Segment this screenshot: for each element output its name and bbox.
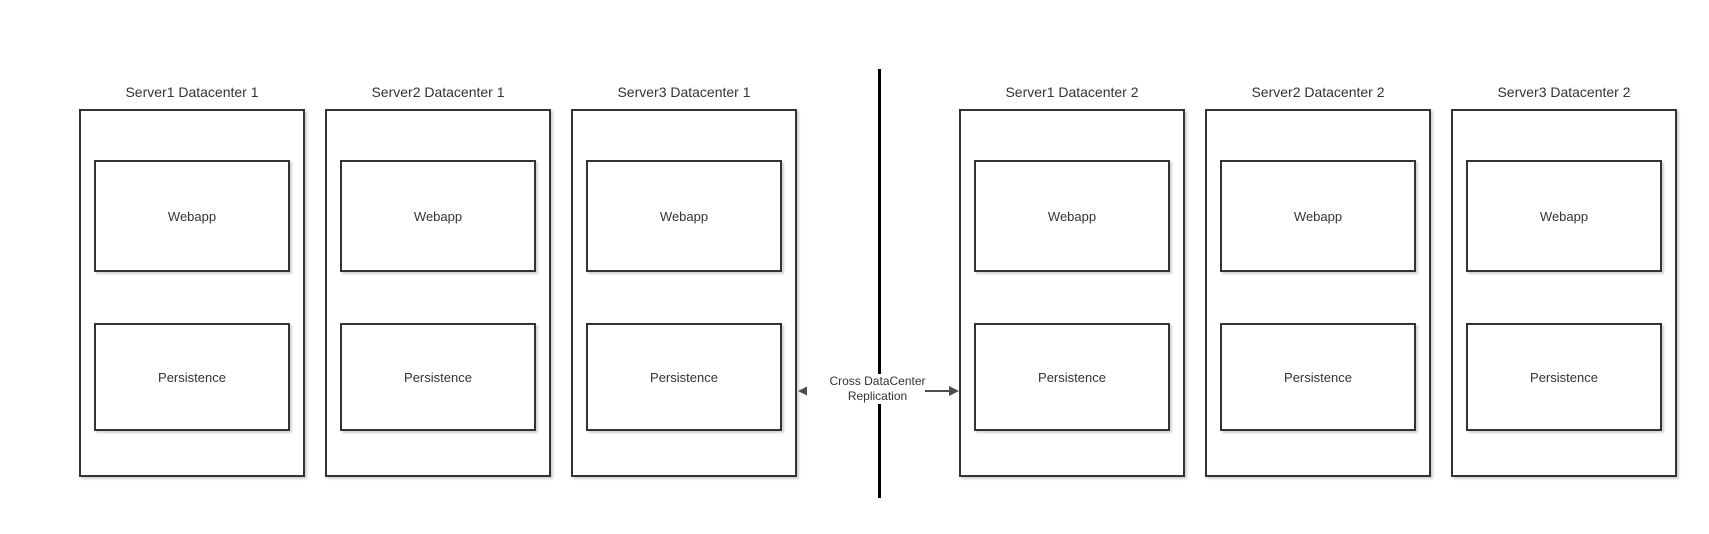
server3-datacenter2-box: Server3 Datacenter 2 Webapp Persistence [1451,84,1677,477]
replication-label-line1: Cross DataCenter [829,374,926,388]
server-title: Server3 Datacenter 1 [617,84,751,100]
server2-datacenter2-box: Server2 Datacenter 2 Webapp Persistence [1205,84,1431,477]
server-title: Server1 Datacenter 1 [125,84,259,100]
replication-label: Cross DataCenter Replication [807,374,948,404]
server-title: Server2 Datacenter 1 [371,84,505,100]
persistence-label: Persistence [404,369,472,385]
webapp-box: Webapp [1220,160,1416,272]
webapp-label: Webapp [167,208,217,224]
persistence-label: Persistence [1284,369,1352,385]
server-title: Server1 Datacenter 2 [1005,84,1139,100]
webapp-label: Webapp [1047,208,1097,224]
persistence-box: Persistence [586,323,782,431]
webapp-label: Webapp [1539,208,1589,224]
persistence-box: Persistence [974,323,1170,431]
webapp-box: Webapp [340,160,536,272]
persistence-label: Persistence [1038,369,1106,385]
webapp-label: Webapp [659,208,709,224]
datacenter-divider-line [878,69,881,498]
server-title: Server3 Datacenter 2 [1497,84,1631,100]
persistence-box: Persistence [1220,323,1416,431]
persistence-label: Persistence [650,369,718,385]
webapp-label: Webapp [413,208,463,224]
webapp-box: Webapp [974,160,1170,272]
persistence-label: Persistence [158,369,226,385]
webapp-box: Webapp [1466,160,1662,272]
replication-label-line2: Replication [847,389,908,403]
server1-datacenter1-box: Server1 Datacenter 1 Webapp Persistence [79,84,305,477]
server1-datacenter2-box: Server1 Datacenter 2 Webapp Persistence [959,84,1185,477]
persistence-box: Persistence [94,323,290,431]
persistence-label: Persistence [1530,369,1598,385]
replication-right-arrow-icon [925,386,959,396]
server3-datacenter1-box: Server3 Datacenter 1 Webapp Persistence [571,84,797,477]
server2-datacenter1-box: Server2 Datacenter 1 Webapp Persistence [325,84,551,477]
persistence-box: Persistence [340,323,536,431]
webapp-box: Webapp [94,160,290,272]
webapp-box: Webapp [586,160,782,272]
webapp-label: Webapp [1293,208,1343,224]
server-title: Server2 Datacenter 2 [1251,84,1385,100]
persistence-box: Persistence [1466,323,1662,431]
